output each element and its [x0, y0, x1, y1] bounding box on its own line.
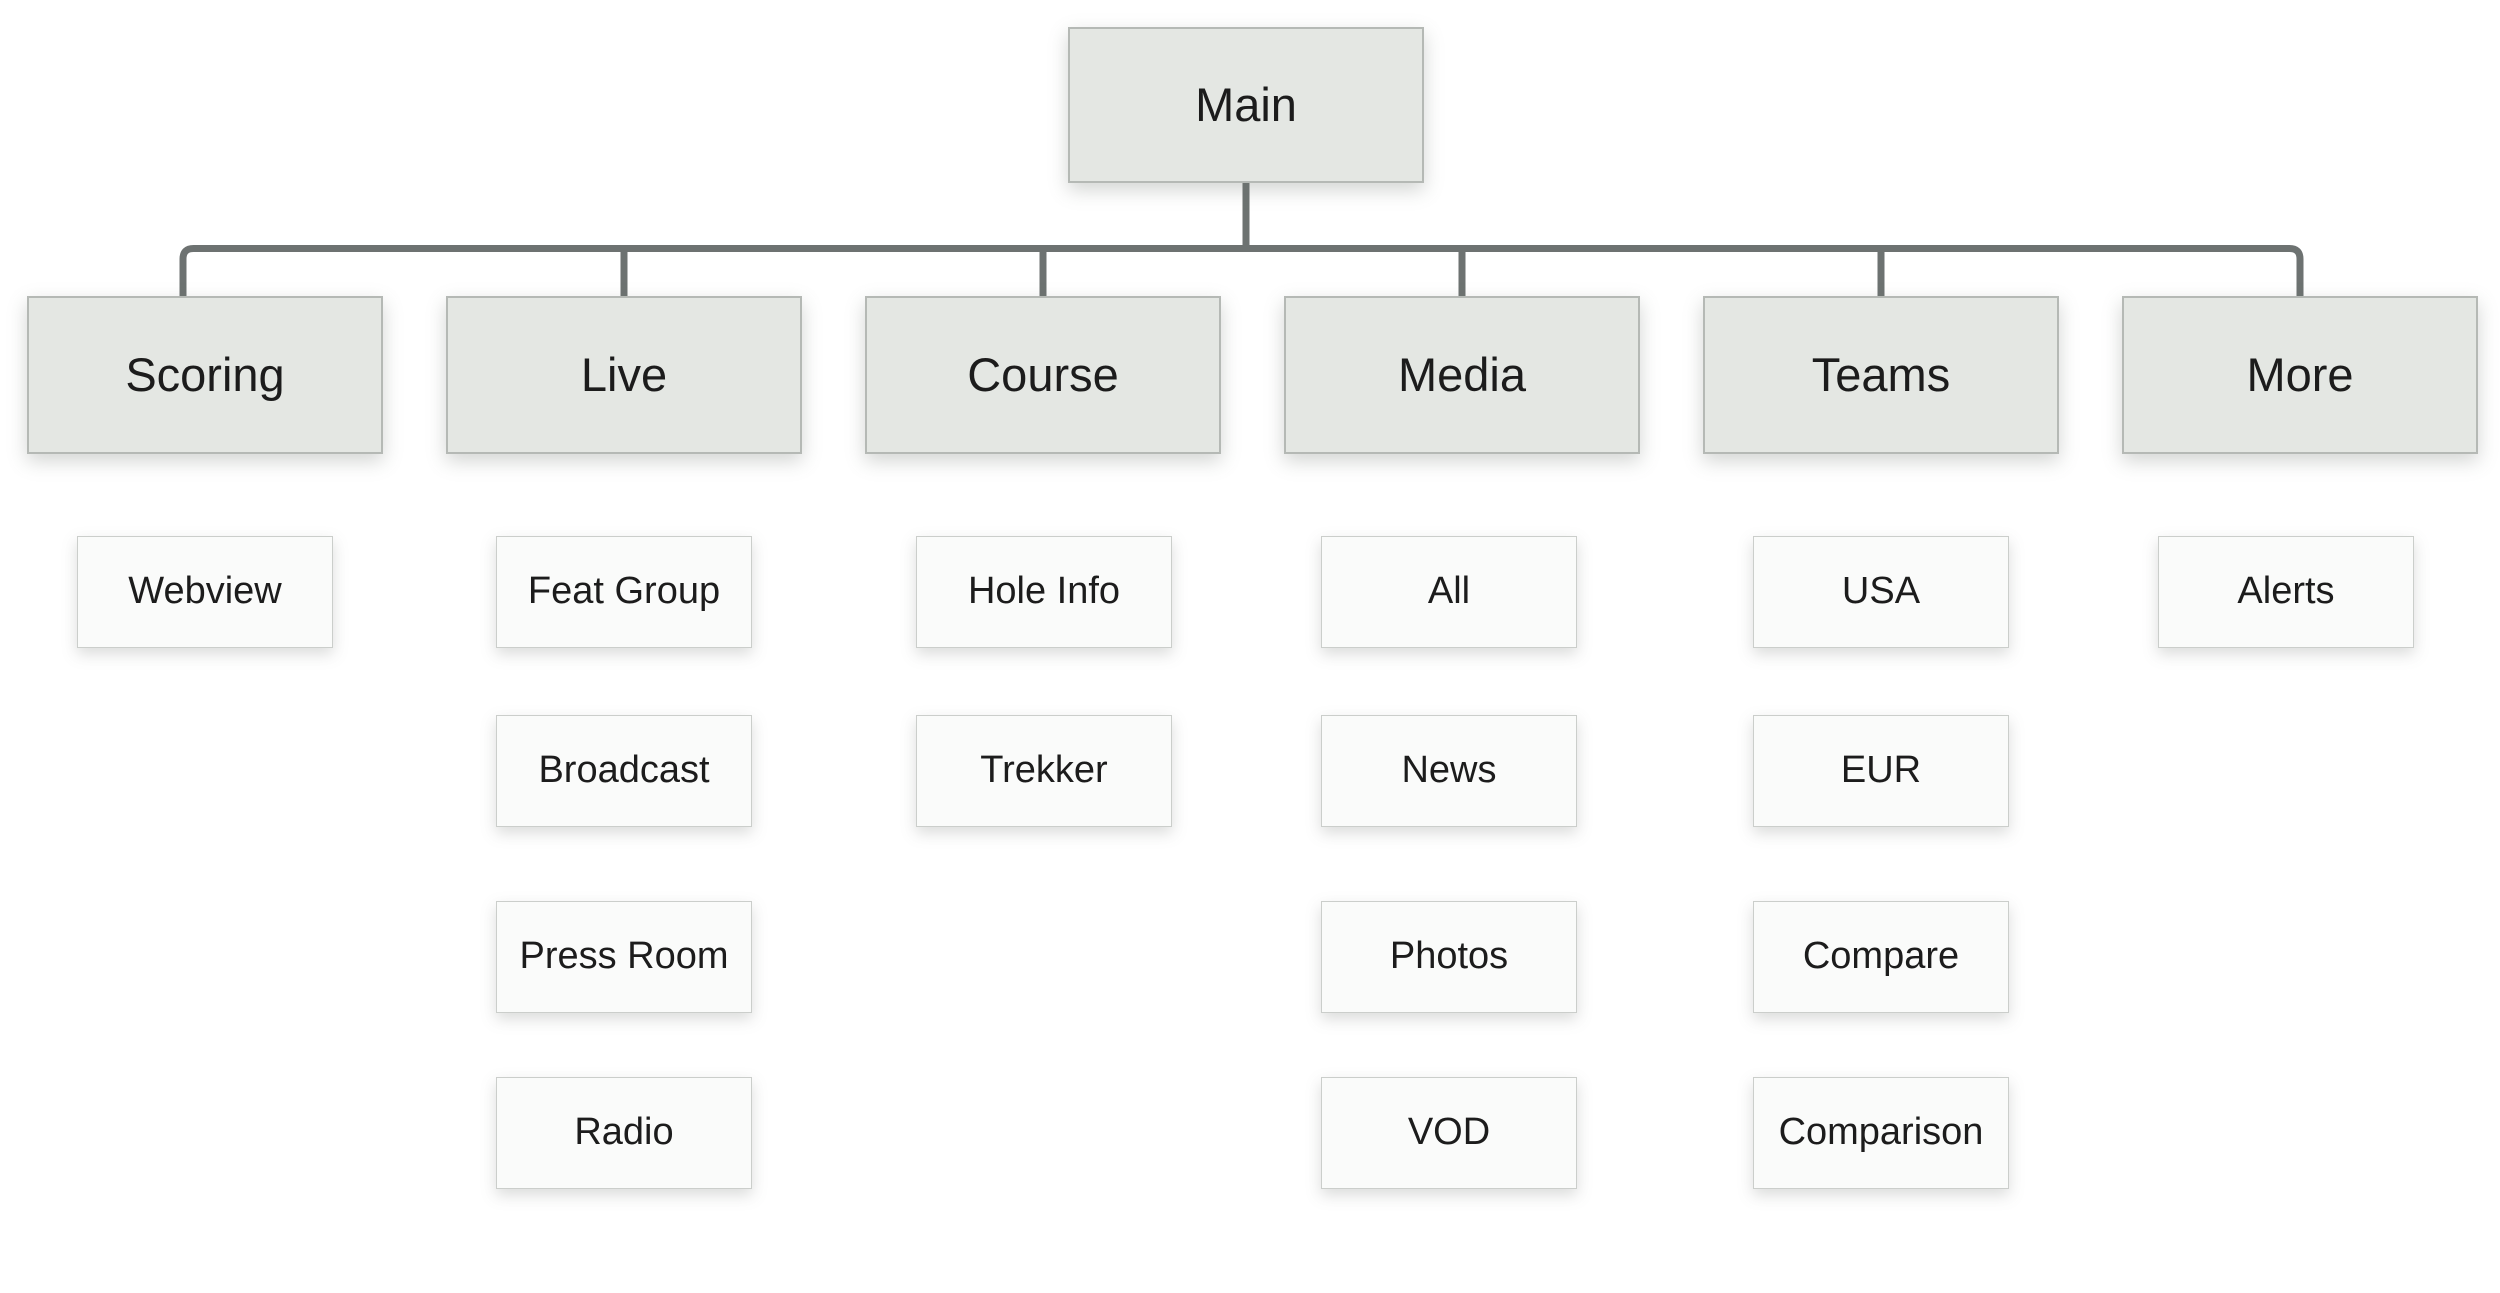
leaf-vod[interactable]: VOD — [1321, 1077, 1577, 1189]
node-media-label: Media — [1397, 348, 1526, 402]
leaf-comparison-label: Comparison — [1778, 1111, 1984, 1154]
node-main-label: Main — [1195, 78, 1297, 132]
leaf-eur[interactable]: EUR — [1753, 715, 2009, 827]
node-main[interactable]: Main — [1068, 27, 1424, 183]
node-scoring-label: Scoring — [125, 348, 285, 402]
leaf-radio[interactable]: Radio — [496, 1077, 752, 1189]
leaf-radio-label: Radio — [574, 1111, 674, 1154]
leaf-press-room[interactable]: Press Room — [496, 901, 752, 1013]
node-live[interactable]: Live — [446, 296, 802, 454]
leaf-usa-label: USA — [1841, 570, 1921, 613]
leaf-webview-label: Webview — [128, 570, 282, 613]
node-scoring[interactable]: Scoring — [27, 296, 383, 454]
leaf-usa[interactable]: USA — [1753, 536, 2009, 648]
leaf-photos-label: Photos — [1389, 935, 1509, 978]
leaf-feat-group-label: Feat Group — [527, 570, 721, 613]
leaf-trekker[interactable]: Trekker — [916, 715, 1172, 827]
leaf-compare-label: Compare — [1802, 935, 1960, 978]
leaf-feat-group[interactable]: Feat Group — [496, 536, 752, 648]
leaf-alerts-label: Alerts — [2237, 570, 2335, 613]
leaf-comparison[interactable]: Comparison — [1753, 1077, 2009, 1189]
connector-trunk — [179, 245, 2304, 296]
leaf-press-room-label: Press Room — [519, 935, 729, 978]
node-teams[interactable]: Teams — [1703, 296, 2059, 454]
leaf-news[interactable]: News — [1321, 715, 1577, 827]
node-more-label: More — [2246, 348, 2354, 402]
leaf-broadcast-label: Broadcast — [538, 749, 710, 792]
leaf-vod-label: VOD — [1407, 1111, 1491, 1154]
leaf-alerts[interactable]: Alerts — [2158, 536, 2414, 648]
node-live-label: Live — [580, 348, 668, 402]
leaf-trekker-label: Trekker — [980, 749, 1108, 792]
leaf-hole-info-label: Hole Info — [967, 570, 1121, 613]
leaf-hole-info[interactable]: Hole Info — [916, 536, 1172, 648]
leaf-compare[interactable]: Compare — [1753, 901, 2009, 1013]
leaf-all[interactable]: All — [1321, 536, 1577, 648]
leaf-news-label: News — [1401, 749, 1497, 792]
node-course[interactable]: Course — [865, 296, 1221, 454]
leaf-eur-label: EUR — [1840, 749, 1922, 792]
leaf-photos[interactable]: Photos — [1321, 901, 1577, 1013]
leaf-all-label: All — [1427, 570, 1471, 613]
leaf-broadcast[interactable]: Broadcast — [496, 715, 752, 827]
node-course-label: Course — [967, 348, 1119, 402]
leaf-webview[interactable]: Webview — [77, 536, 333, 648]
node-more[interactable]: More — [2122, 296, 2478, 454]
node-teams-label: Teams — [1811, 348, 1951, 402]
node-media[interactable]: Media — [1284, 296, 1640, 454]
